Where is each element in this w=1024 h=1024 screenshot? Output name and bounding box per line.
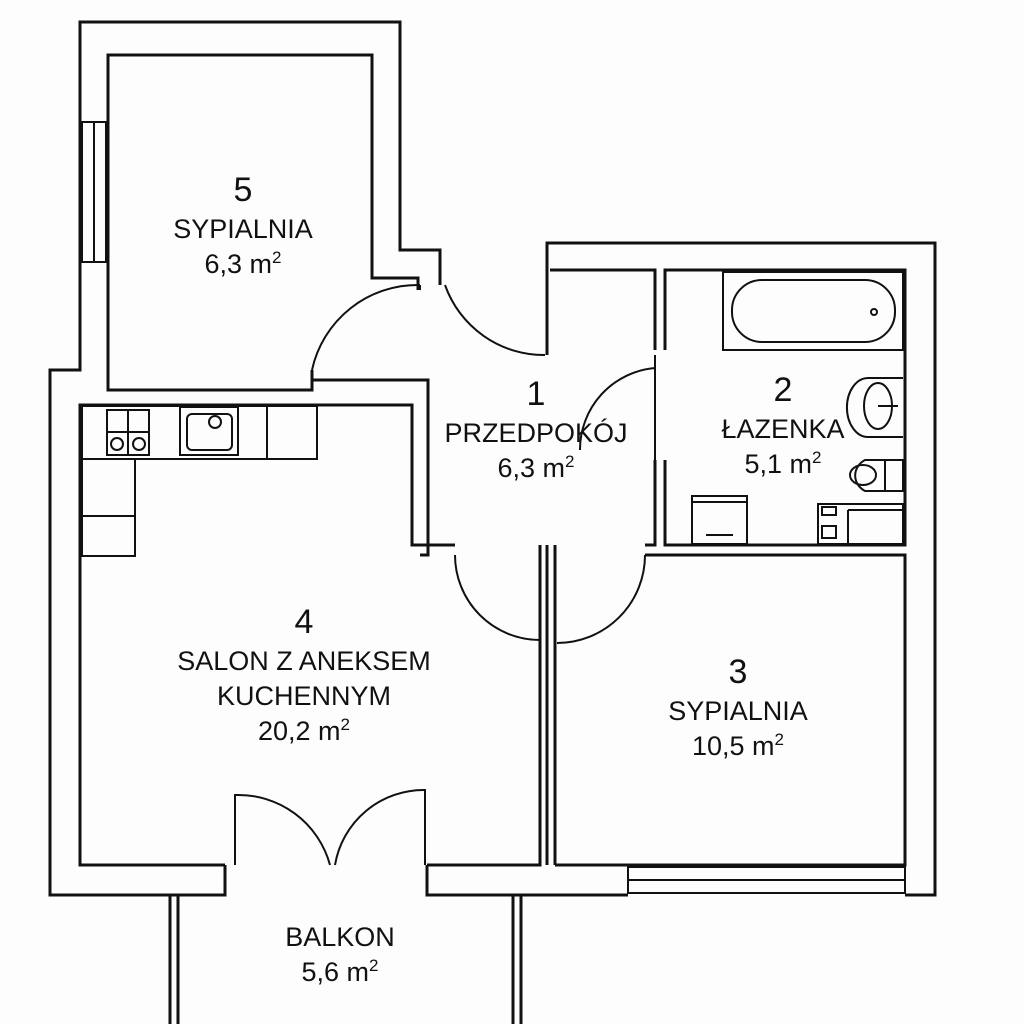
balcony-door bbox=[234, 788, 426, 866]
room-1-label: 1 PRZEDPOKÓJ 6,3 m2 bbox=[444, 375, 628, 484]
room-3-wall bbox=[645, 460, 657, 547]
room-5-wall bbox=[106, 53, 420, 392]
room-5-label: 5 SYPIALNIA 6,3 m2 bbox=[173, 171, 313, 280]
outer-wall bbox=[425, 865, 628, 897]
room-3-label: 3 SYPIALNIA 10,5 m2 bbox=[668, 653, 808, 762]
room-3-wall bbox=[555, 553, 907, 867]
door-swing bbox=[454, 554, 541, 641]
door-swing bbox=[444, 284, 546, 357]
room-2-label: 2 ŁAZENKA 5,1 m2 bbox=[721, 371, 845, 480]
door-swing bbox=[556, 554, 646, 644]
room-2-wall bbox=[663, 268, 907, 547]
outer-wall bbox=[545, 241, 937, 897]
kitchen-counter bbox=[81, 405, 318, 557]
balcony-label: BALKON 5,6 m2 bbox=[285, 922, 395, 988]
room-2-wall bbox=[550, 268, 657, 350]
room-4-label: 4 SALON Z ANEKSEM KUCHENNYM 20,2 m2 bbox=[177, 603, 431, 747]
outer-wall bbox=[48, 20, 442, 897]
bathroom-fixtures bbox=[691, 271, 904, 545]
corridor-wall bbox=[312, 378, 430, 557]
door-swing bbox=[578, 355, 656, 460]
room-4-wall bbox=[427, 545, 542, 867]
door-swing bbox=[311, 283, 421, 371]
